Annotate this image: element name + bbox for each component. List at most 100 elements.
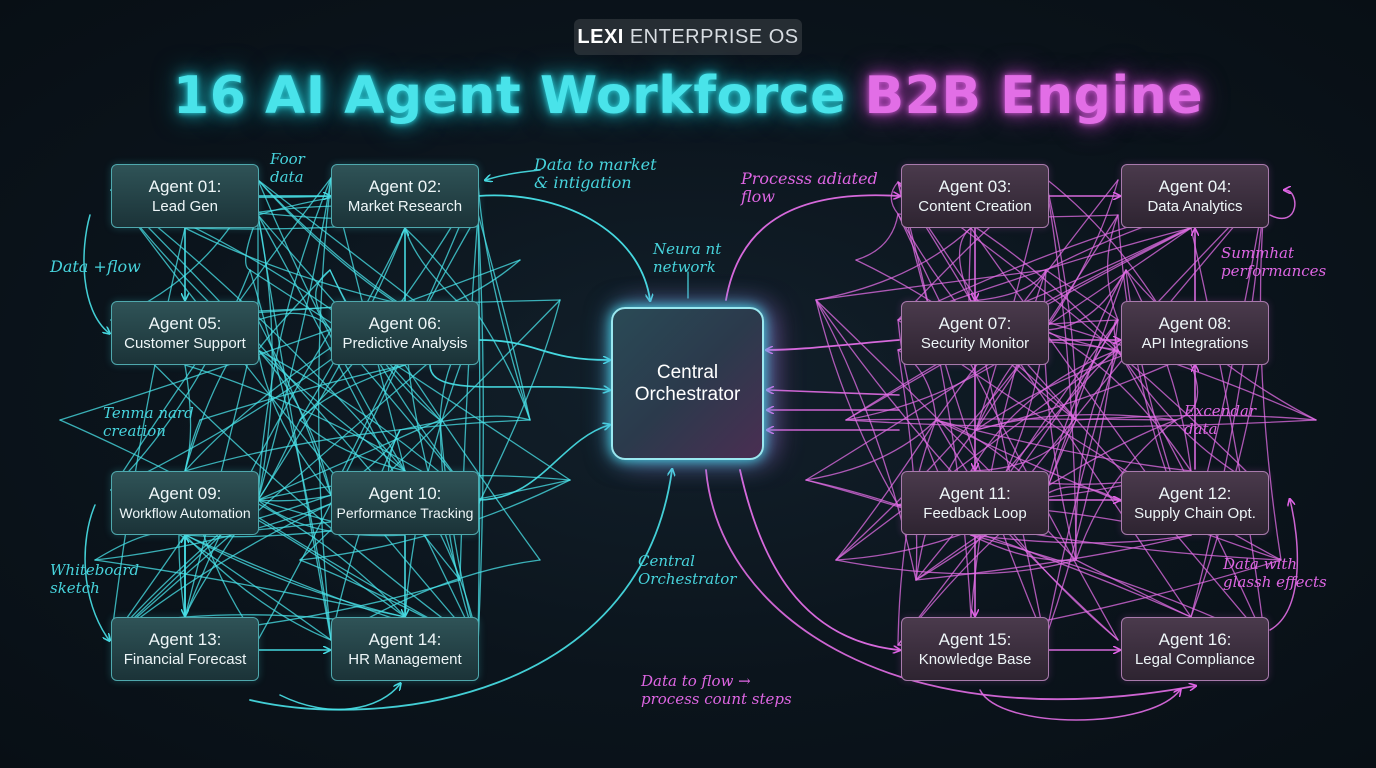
mesh-connector bbox=[257, 419, 301, 501]
agent-node-05: Agent 05: Customer Support bbox=[111, 301, 259, 365]
flow-arrow bbox=[486, 169, 541, 180]
agent-node-08: Agent 08: API Integrations bbox=[1121, 301, 1269, 365]
mesh-connector bbox=[477, 213, 481, 646]
agent-node-02: Agent 02: Market Research bbox=[331, 164, 479, 228]
agent-node-12: Agent 12: Supply Chain Opt. bbox=[1121, 471, 1269, 535]
flow-arrow bbox=[767, 339, 900, 350]
mesh-connector bbox=[249, 269, 571, 481]
mesh-connector bbox=[835, 559, 1077, 575]
agent-node-07: Agent 07: Security Monitor bbox=[901, 301, 1049, 365]
mesh-connector bbox=[477, 181, 531, 421]
agent-subtitle: Data Analytics bbox=[1147, 198, 1243, 215]
flow-arrow bbox=[279, 684, 400, 711]
flow-arrow bbox=[725, 195, 899, 301]
mesh-connector bbox=[1044, 177, 1077, 561]
mesh-connector bbox=[935, 419, 1192, 472]
flow-arrow bbox=[768, 390, 900, 396]
annotation-data-to-flow: Data to flow → process count steps bbox=[641, 672, 792, 708]
agent-node-13: Agent 13: Financial Forecast bbox=[111, 617, 259, 681]
annotation-central-orchestrator: Central Orchestrator bbox=[638, 552, 737, 588]
agent-title: Agent 03: bbox=[938, 177, 1012, 196]
mesh-connector bbox=[257, 179, 406, 472]
agent-subtitle: HR Management bbox=[348, 651, 462, 668]
agent-title: Agent 09: bbox=[148, 484, 222, 503]
mesh-connector bbox=[404, 364, 541, 561]
flow-arrow bbox=[477, 339, 609, 360]
mesh-connector bbox=[1075, 419, 1177, 561]
mesh-connector bbox=[257, 177, 332, 501]
agent-subtitle: Workflow Automation bbox=[119, 505, 251, 521]
mesh-connector bbox=[815, 299, 899, 506]
title-part-magenta: B2B Engine bbox=[864, 66, 1203, 126]
mesh-connector bbox=[257, 349, 406, 472]
annotation-team-creation: Tenma nard creation bbox=[103, 404, 194, 440]
agent-title: Agent 02: bbox=[368, 177, 442, 196]
mesh-connector bbox=[1044, 179, 1119, 331]
agent-title: Agent 12: bbox=[1158, 484, 1232, 503]
mesh-connector bbox=[805, 479, 1192, 618]
mesh-connector bbox=[897, 213, 1119, 641]
agent-subtitle: Feedback Loop bbox=[923, 505, 1027, 522]
agent-title: Agent 14: bbox=[368, 630, 442, 649]
mesh-connector bbox=[94, 559, 406, 618]
mesh-connector bbox=[855, 213, 899, 261]
agent-node-06: Agent 06: Predictive Analysis bbox=[331, 301, 479, 365]
mesh-connector bbox=[399, 415, 531, 431]
mesh-connector bbox=[110, 227, 186, 641]
hub-line-1: Central bbox=[656, 361, 719, 383]
mesh-connector bbox=[975, 214, 1119, 431]
flow-arrow bbox=[83, 214, 109, 333]
annotation-floor-data: Foor data bbox=[270, 150, 305, 186]
mesh-connector bbox=[317, 177, 332, 641]
flow-arrow bbox=[1269, 190, 1296, 219]
mesh-connector bbox=[815, 299, 917, 581]
hub-line-2: Orchestrator bbox=[634, 383, 741, 405]
mesh-connector bbox=[835, 419, 937, 561]
agent-title: Agent 16: bbox=[1158, 630, 1232, 649]
flow-arrow bbox=[477, 194, 650, 300]
agent-subtitle: Predictive Analysis bbox=[342, 335, 468, 352]
title-part-cyan: 16 AI Agent Workforce bbox=[173, 66, 865, 126]
agent-title: Agent 01: bbox=[148, 177, 222, 196]
mesh-connector bbox=[257, 349, 332, 496]
flow-arrow bbox=[739, 469, 899, 650]
mesh-connector bbox=[1107, 214, 1119, 321]
agent-node-11: Agent 11: Feedback Loop bbox=[901, 471, 1049, 535]
mesh-connector bbox=[1175, 364, 1199, 421]
mesh-connector bbox=[59, 259, 521, 421]
mesh-connector bbox=[1075, 414, 1317, 421]
agent-subtitle: Customer Support bbox=[124, 335, 246, 352]
mesh-connector bbox=[897, 189, 1266, 646]
flow-arrow bbox=[705, 469, 1195, 700]
agent-subtitle: Content Creation bbox=[918, 198, 1032, 215]
mesh-connector bbox=[1044, 177, 1077, 421]
agent-title: Agent 07: bbox=[938, 314, 1012, 333]
mesh-connector bbox=[110, 189, 479, 646]
agent-title: Agent 05: bbox=[148, 314, 222, 333]
mesh-connector bbox=[1044, 329, 1192, 472]
agent-node-14: Agent 14: HR Management bbox=[331, 617, 479, 681]
page-title: 16 AI Agent Workforce B2B Engine bbox=[0, 66, 1376, 126]
annotation-data-to-market: Data to market & intigation bbox=[534, 155, 657, 192]
flow-arrow bbox=[249, 470, 672, 711]
annotation-process-flow: Processs adiated flow bbox=[741, 169, 878, 206]
flow-arrow bbox=[1269, 500, 1299, 631]
agent-subtitle: Legal Compliance bbox=[1134, 651, 1256, 668]
annotation-neural-network: Neura nt network bbox=[653, 240, 722, 276]
mesh-connector bbox=[1044, 319, 1119, 641]
agent-node-16: Agent 16: Legal Compliance bbox=[1121, 617, 1269, 681]
mesh-connector bbox=[299, 364, 406, 421]
mesh-connector bbox=[257, 269, 331, 351]
mesh-connector bbox=[1075, 559, 1192, 618]
flow-arrow bbox=[84, 504, 109, 640]
mesh-connector bbox=[257, 177, 332, 501]
mesh-connector bbox=[1044, 349, 1119, 641]
mesh-connector bbox=[1190, 227, 1266, 641]
flow-arrow bbox=[477, 425, 609, 501]
agent-node-03: Agent 03: Content Creation bbox=[901, 164, 1049, 228]
annotation-external-data: Excendar data bbox=[1184, 402, 1257, 438]
agent-node-01: Agent 01: Lead Gen bbox=[111, 164, 259, 228]
agent-title: Agent 08: bbox=[1158, 314, 1232, 333]
agent-subtitle: Financial Forecast bbox=[123, 651, 247, 668]
